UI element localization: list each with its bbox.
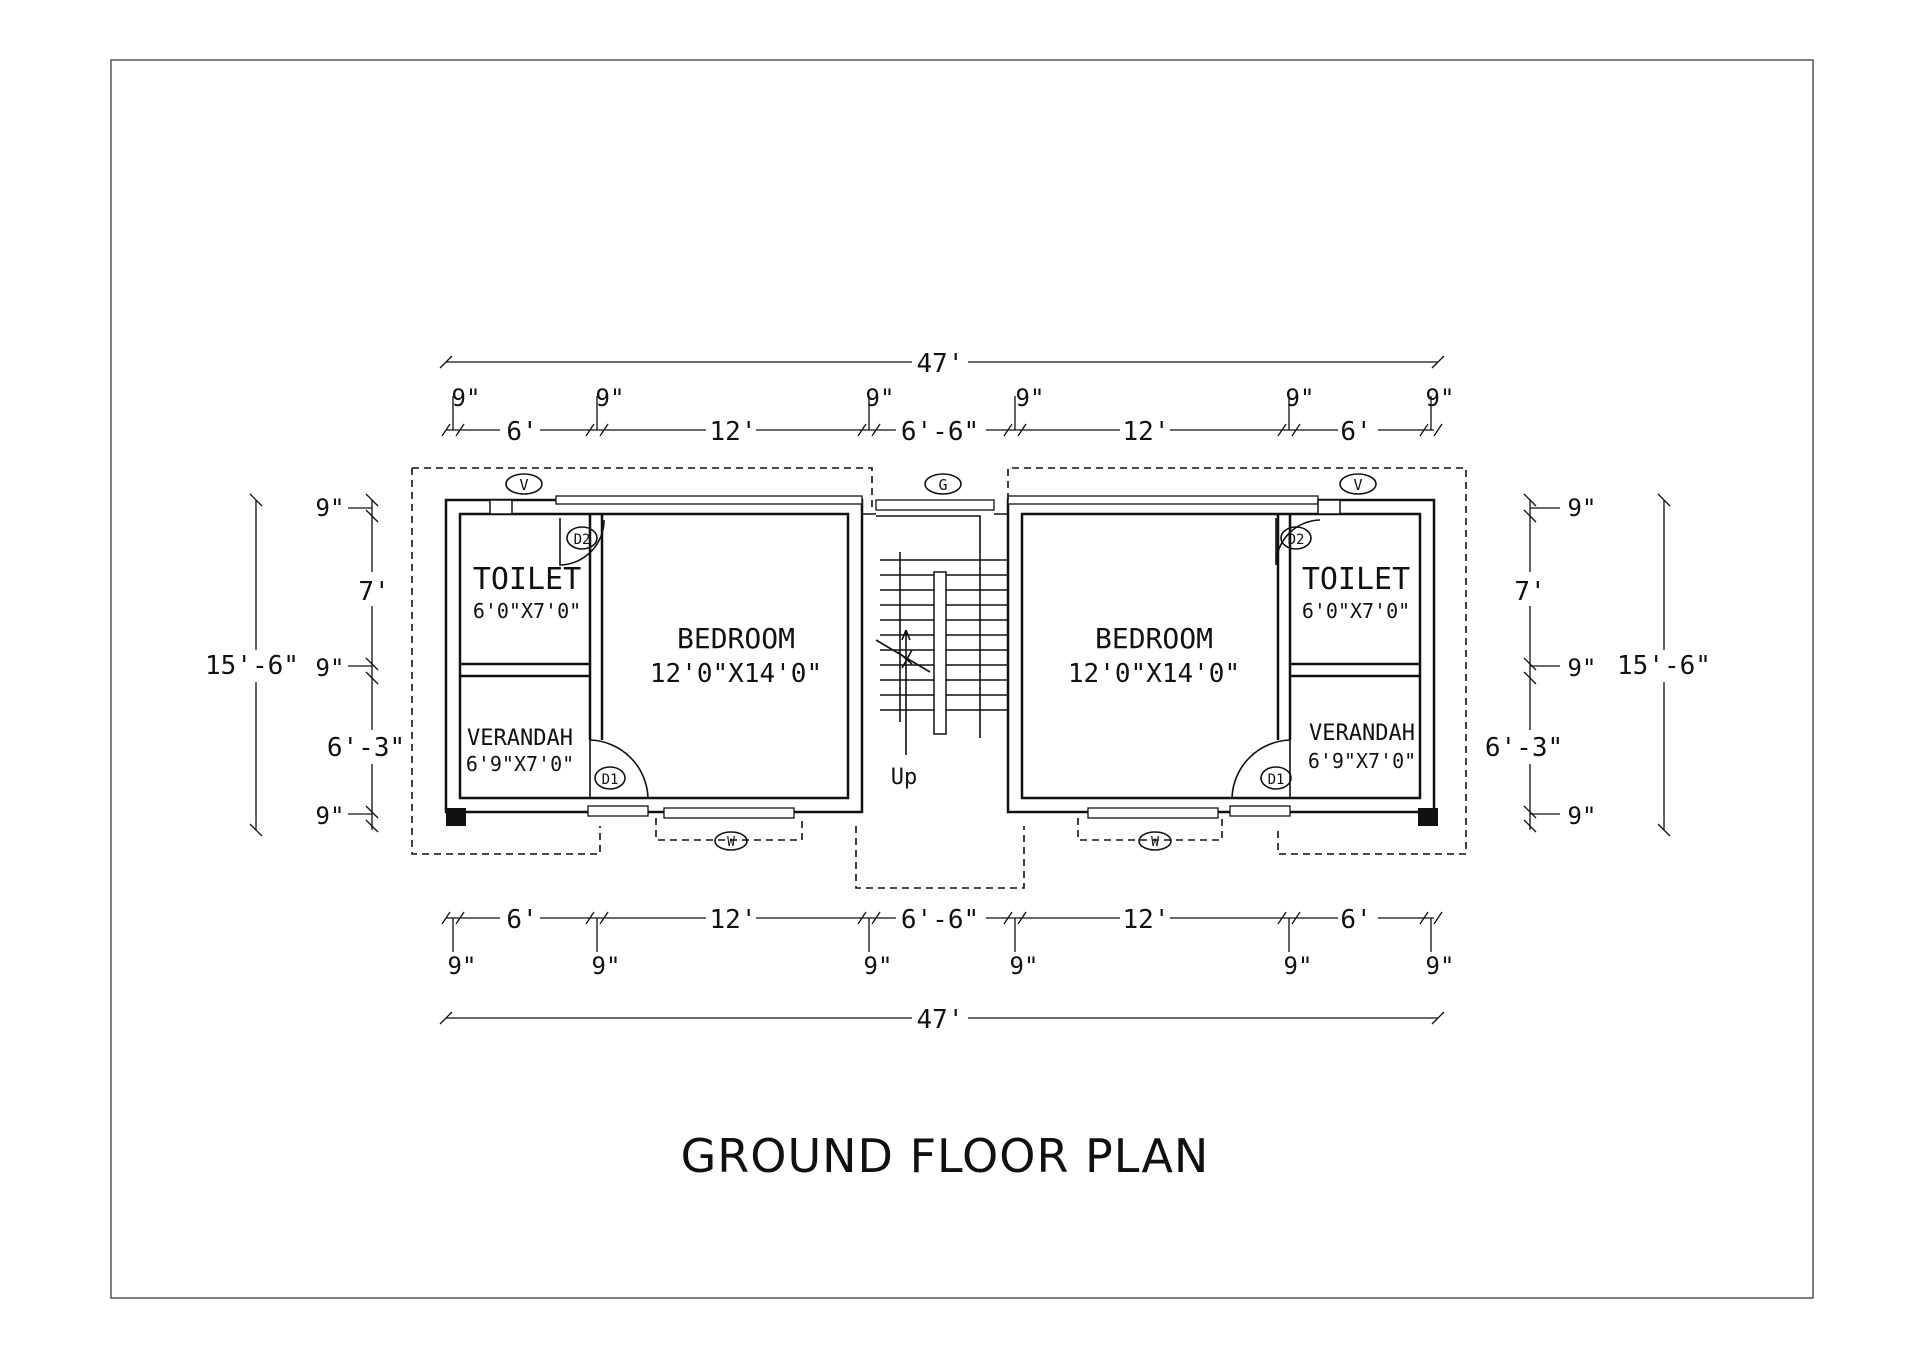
dim-left-toilet-depth: 7' (358, 577, 389, 607)
right-toilet-name: TOILET (1302, 562, 1410, 597)
dim-bottom-wall-3: 9" (864, 952, 893, 980)
dim-top-stair: 6'-6" (901, 417, 979, 447)
plan-title: GROUND FLOOR PLAN (681, 1129, 1210, 1183)
dim-bottom-toilet-right: 6' (1340, 905, 1371, 935)
dashed-outlines (411, 467, 1467, 889)
dim-bottom-wall-4: 9" (1010, 952, 1039, 980)
dim-top-toilet-left: 6' (506, 417, 537, 447)
dim-top-bedroom-right: 12' (1123, 417, 1170, 447)
left-bedroom-size: 12'0"X14'0" (650, 659, 822, 689)
right-verandah-size: 6'9"X7'0" (1308, 749, 1416, 773)
dim-top-wall-2: 9" (596, 384, 625, 412)
left-toilet-name: TOILET (473, 562, 581, 597)
right-verandah-name: VERANDAH (1309, 721, 1415, 746)
dim-right-wall-top: 9" (1568, 494, 1597, 522)
dim-bottom-stair: 6'-6" (901, 905, 979, 935)
right-dimensions: 9" 7' 9" 6'-3" 9" 15'-6" (1480, 493, 1716, 837)
right-bedroom-name: BEDROOM (1095, 622, 1213, 655)
dim-left-wall-bottom: 9" (316, 802, 345, 830)
dim-top-toilet-right: 6' (1340, 417, 1371, 447)
left-toilet-size: 6'0"X7'0" (473, 599, 581, 623)
tag-d1-left: D1 (602, 772, 619, 788)
dim-bottom-bedroom-left: 12' (710, 905, 757, 935)
right-bedroom-size: 12'0"X14'0" (1068, 659, 1240, 689)
dim-bottom-wall-6: 9" (1426, 952, 1455, 980)
dim-bottom-toilet-left: 6' (506, 905, 537, 935)
dim-right-wall-bottom: 9" (1568, 802, 1597, 830)
dim-overall-depth-left: 15'-6" (205, 651, 299, 681)
dim-right-verandah-depth: 6'-3" (1485, 733, 1563, 763)
top-dimensions: 47' 6' 12' 6'-6" 12' 6' 9" 9" 9" 9" 9" 9… (439, 344, 1455, 447)
dim-left-wall-mid: 9" (316, 654, 345, 682)
stair-up-label: Up (891, 765, 918, 790)
dim-overall-width-bottom: 47' (917, 1005, 964, 1035)
dim-right-wall-mid: 9" (1568, 654, 1597, 682)
dim-top-wall-6: 9" (1426, 384, 1455, 412)
tag-gate: G (938, 476, 947, 494)
dim-bottom-wall-5: 9" (1284, 952, 1313, 980)
dim-overall-depth-right: 15'-6" (1617, 651, 1711, 681)
tag-d1-right: D1 (1268, 772, 1285, 788)
tag-w-right: W (1151, 835, 1159, 850)
dim-left-verandah-depth: 6'-3" (327, 733, 405, 763)
left-bedroom-name: BEDROOM (677, 622, 795, 655)
left-verandah-name: VERANDAH (467, 726, 573, 751)
dim-top-wall-3: 9" (866, 384, 895, 412)
dim-top-wall-4: 9" (1016, 384, 1045, 412)
dim-bottom-bedroom-right: 12' (1123, 905, 1170, 935)
sheet-border (110, 59, 1814, 1299)
left-dimensions: 15'-6" 9" 7' 9" 6'-3" 9" (196, 493, 410, 837)
dim-overall-width-top: 47' (917, 349, 964, 379)
bottom-dimensions: 6' 12' 6'-6" 12' 6' 9" 9" 9" 9" 9" 9" 47… (439, 902, 1455, 1035)
dim-right-toilet-depth: 7' (1514, 577, 1545, 607)
dim-left-wall-top: 9" (316, 494, 345, 522)
right-toilet-size: 6'0"X7'0" (1302, 599, 1410, 623)
staircase (875, 559, 1008, 755)
tag-v-right: V (1353, 476, 1362, 494)
tag-v-left: V (519, 476, 528, 494)
tags: V G V D2 D2 D1 D1 W W Up (505, 473, 1377, 851)
dim-top-wall-5: 9" (1286, 384, 1315, 412)
dim-top-bedroom-left: 12' (710, 417, 757, 447)
dim-bottom-wall-2: 9" (592, 952, 621, 980)
dim-bottom-wall-1: 9" (448, 952, 477, 980)
openings (446, 495, 1438, 826)
room-labels: TOILET 6'0"X7'0" BEDROOM 12'0"X14'0" VER… (466, 562, 1416, 776)
tag-w-left: W (727, 835, 735, 850)
dim-top-wall-1: 9" (452, 384, 481, 412)
left-verandah-size: 6'9"X7'0" (466, 752, 574, 776)
tag-d2-right: D2 (1288, 532, 1305, 548)
tag-d2-left: D2 (574, 532, 591, 548)
